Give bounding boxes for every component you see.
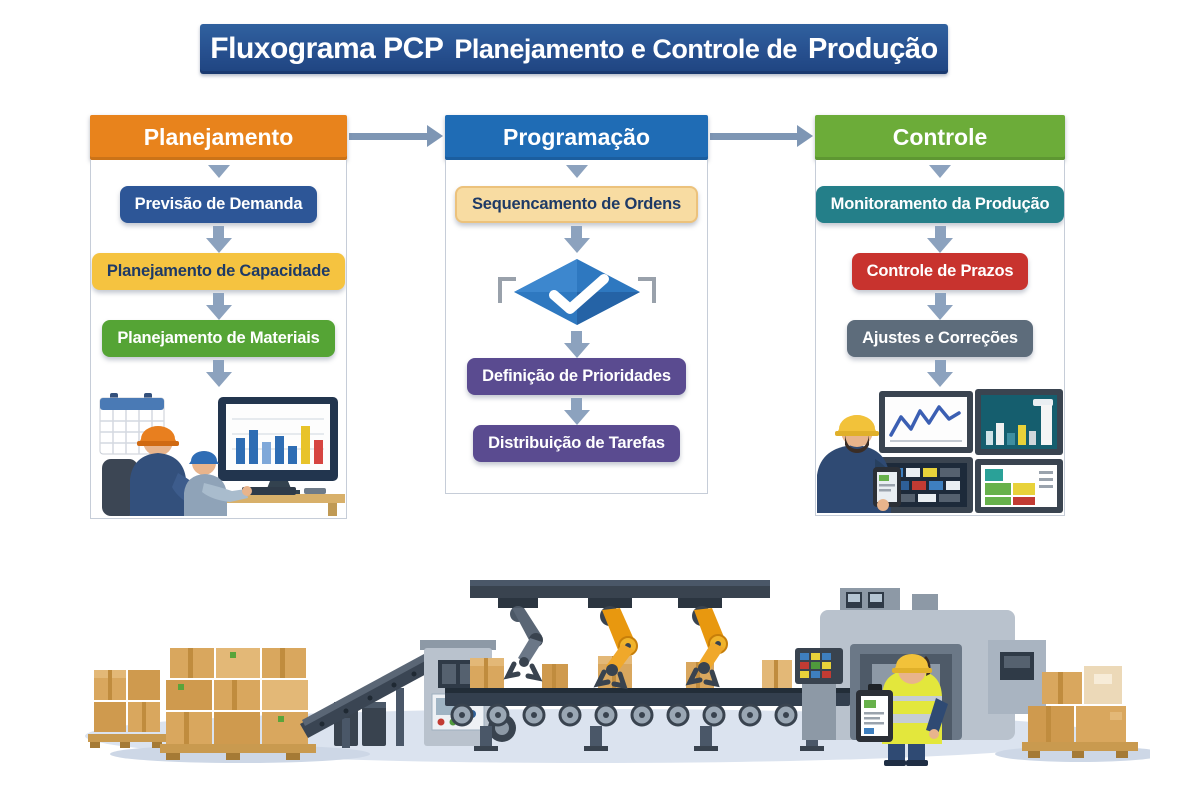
down-arrow-icon bbox=[205, 226, 232, 253]
conveyor-rollers bbox=[450, 703, 834, 727]
down-arrow-icon bbox=[927, 360, 953, 387]
worker-yellow-helmet bbox=[817, 415, 901, 513]
right-bracket-icon bbox=[637, 277, 656, 303]
column-header-planejamento: Planejamento bbox=[90, 115, 347, 160]
box-stack-large bbox=[160, 648, 316, 760]
box-stack-small bbox=[88, 670, 166, 748]
down-arrow-icon bbox=[563, 398, 590, 425]
monitor-bar-chart-icon bbox=[218, 397, 338, 495]
step-ajustes-e-correcoes: Ajustes e Correções bbox=[847, 320, 1033, 357]
worker-blue-helmet bbox=[184, 451, 252, 516]
robot-arm-orange-2 bbox=[685, 606, 728, 688]
title-emphasis: Produção bbox=[807, 32, 938, 65]
column-header-controle: Controle bbox=[815, 115, 1065, 160]
step-previsao-de-demanda: Previsão de Demanda bbox=[119, 186, 318, 223]
flow-arrow-programacao-to-controle bbox=[710, 125, 813, 147]
column-planejamento: Planejamento Previsão de Demanda Planeja… bbox=[90, 115, 347, 519]
title-banner: Fluxograma PCP Planejamento e Controle d… bbox=[200, 24, 948, 74]
flow-arrow-planejamento-to-programacao bbox=[349, 125, 443, 147]
monitor-status-grid-icon bbox=[975, 459, 1063, 513]
down-arrow-icon bbox=[565, 165, 588, 178]
step-sequencamento-de-ordens: Sequencamento de Ordens bbox=[454, 186, 699, 223]
down-arrow-icon bbox=[207, 165, 230, 178]
down-arrow-icon bbox=[927, 293, 953, 320]
overhead-rail bbox=[470, 586, 770, 598]
incline-conveyor bbox=[300, 654, 430, 748]
title-middle: Planejamento e Controle de bbox=[454, 33, 797, 64]
down-arrow-icon bbox=[205, 360, 232, 387]
down-arrow-icon bbox=[929, 165, 951, 178]
step-planejamento-de-capacidade: Planejamento de Capacidade bbox=[91, 253, 346, 290]
office-chair bbox=[102, 459, 138, 516]
down-arrow-icon bbox=[205, 293, 232, 320]
down-arrow-icon bbox=[927, 226, 953, 253]
control-screen-panel bbox=[795, 648, 843, 740]
monitor-bar-chart-icon bbox=[975, 389, 1063, 455]
left-bracket-icon bbox=[497, 277, 516, 303]
robot-arm-gray bbox=[503, 606, 543, 682]
decision-diamond bbox=[497, 259, 656, 325]
step-distribuicao-de-tarefas: Distribuição de Tarefas bbox=[473, 425, 680, 462]
checkmark-icon bbox=[548, 274, 609, 314]
step-definicao-de-prioridades: Definição de Prioridades bbox=[467, 358, 686, 395]
down-arrow-icon bbox=[563, 226, 590, 253]
factory-worker bbox=[856, 654, 948, 766]
column-programacao: Programação Sequencamento de Ordens Defi… bbox=[445, 115, 708, 494]
step-planejamento-de-materiais: Planejamento de Materiais bbox=[102, 320, 335, 357]
column-body-controle: Monitoramento da Produção Controle de Pr… bbox=[815, 160, 1065, 516]
control-room-illustration bbox=[817, 389, 1063, 513]
column-body-programacao: Sequencamento de Ordens Definição de Pri… bbox=[445, 160, 708, 494]
box-stack-right bbox=[1022, 666, 1138, 758]
monitor-line-chart-icon bbox=[879, 391, 973, 453]
step-monitoramento-da-producao: Monitoramento da Produção bbox=[816, 186, 1064, 223]
column-header-programacao: Programação bbox=[445, 115, 708, 160]
title-brand: Fluxograma PCP bbox=[210, 32, 444, 65]
conveyor-belt bbox=[445, 580, 850, 751]
down-arrow-icon bbox=[563, 331, 590, 358]
column-controle: Controle Monitoramento da Produção Contr… bbox=[815, 115, 1065, 516]
factory-illustration bbox=[85, 580, 1150, 766]
clipboard-icon bbox=[856, 684, 893, 742]
column-body-planejamento: Previsão de Demanda Planejamento de Capa… bbox=[90, 160, 347, 519]
planning-illustration bbox=[99, 393, 345, 516]
step-controle-de-prazos: Controle de Prazos bbox=[851, 253, 1029, 290]
calendar-icon bbox=[99, 393, 165, 455]
robot-arm-orange-1 bbox=[593, 606, 638, 690]
